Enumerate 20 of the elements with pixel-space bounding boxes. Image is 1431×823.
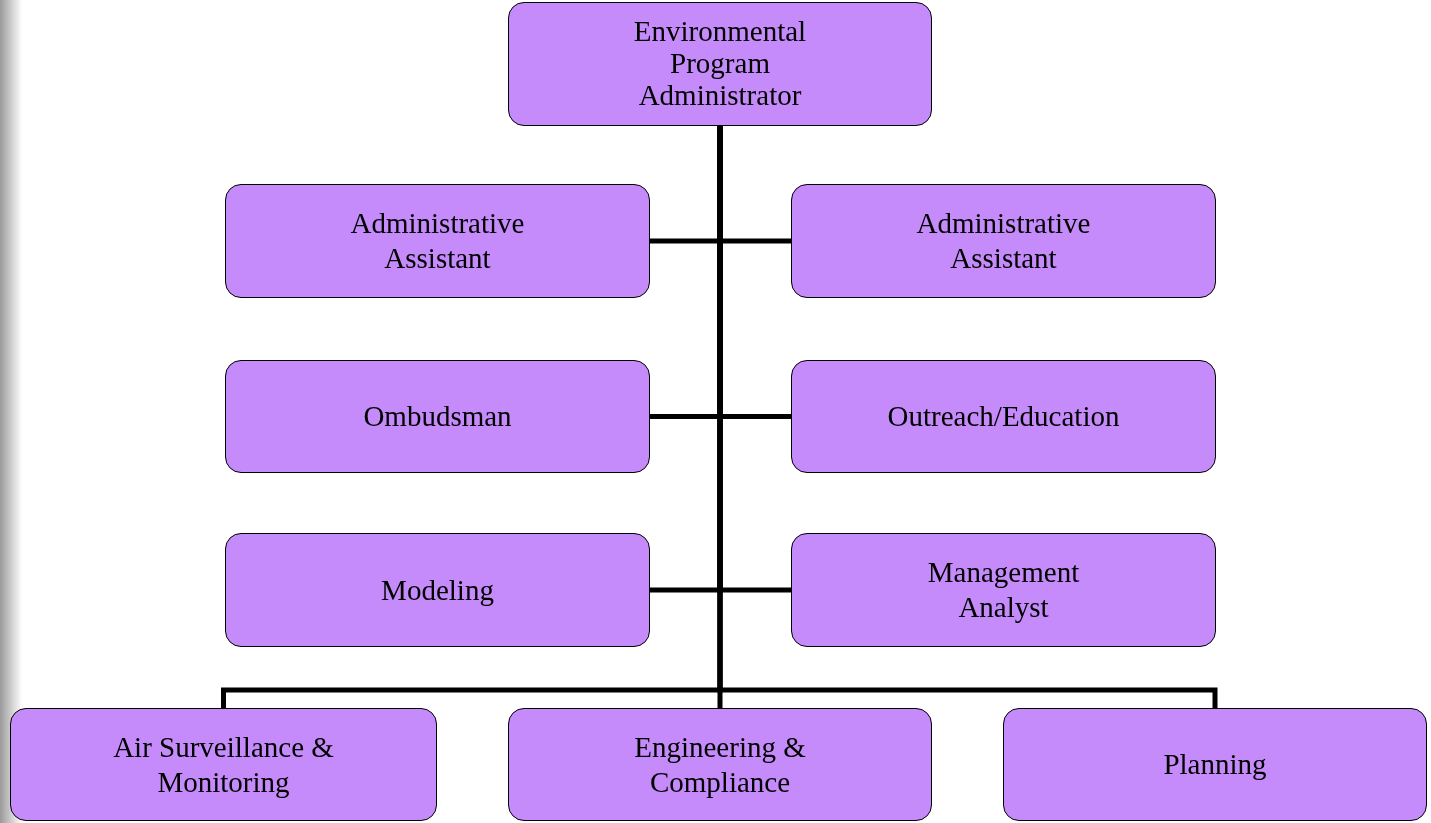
role-title: Ombudsman xyxy=(363,399,512,434)
role-title: Planning xyxy=(1163,747,1267,782)
role-title: Management Analyst xyxy=(926,555,1081,625)
role-title: Environmental Program Administrator xyxy=(632,16,808,112)
role-title: Outreach/Education xyxy=(887,399,1120,434)
role-box xyxy=(225,533,650,647)
role-box xyxy=(1003,708,1427,821)
role-title: Modeling xyxy=(381,572,494,608)
role-box xyxy=(225,360,650,473)
role-title: Administrative Assistant xyxy=(349,206,526,276)
role-box xyxy=(10,708,437,821)
role-box xyxy=(508,2,932,126)
role-title: Engineering & Compliance xyxy=(633,729,807,800)
role-box xyxy=(791,533,1216,647)
role-title: Administrative Assistant xyxy=(915,206,1092,276)
role-title: Air Surveillance & Monitoring xyxy=(112,729,335,800)
role-box xyxy=(791,360,1216,473)
role-box xyxy=(508,708,932,821)
role-box xyxy=(791,184,1216,298)
role-box xyxy=(225,184,650,298)
